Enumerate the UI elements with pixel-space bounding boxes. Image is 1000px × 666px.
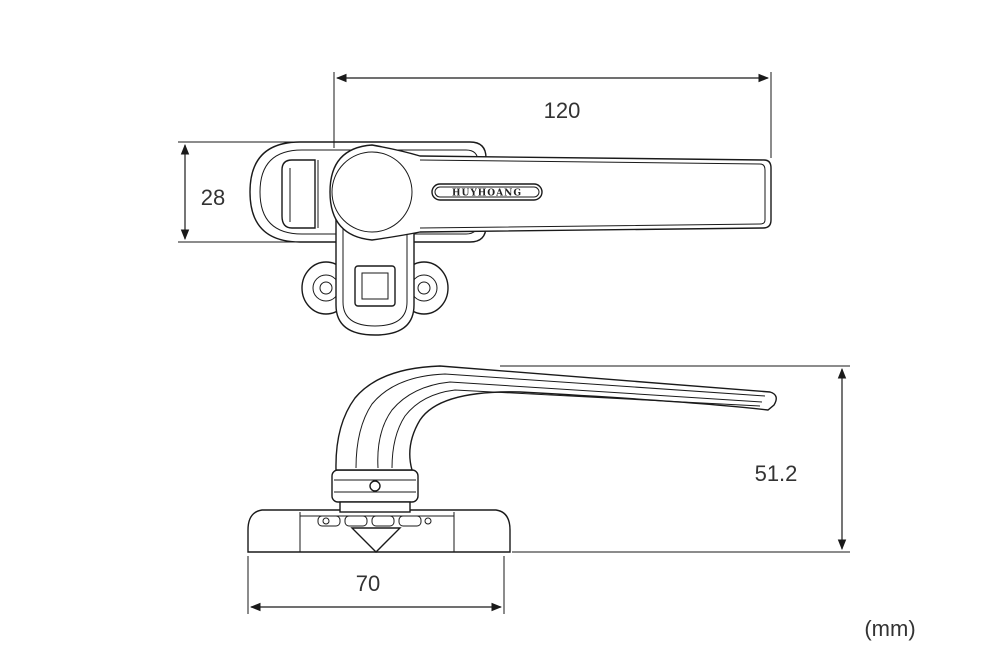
brand-plate	[431, 183, 543, 201]
unit-label: (mm)	[864, 616, 915, 641]
top-view: HUYHOANG 120 28	[178, 72, 772, 336]
side-view: 51.2 70	[247, 365, 850, 614]
height-label: 51.2	[755, 461, 798, 486]
lever-top	[329, 144, 772, 241]
base-label: 70	[356, 571, 380, 596]
lever-side	[335, 365, 777, 471]
length-label: 120	[544, 98, 581, 123]
base-slots	[317, 515, 432, 527]
spindle-tip	[350, 527, 402, 553]
latch-cam	[281, 159, 316, 229]
width-label: 28	[201, 185, 225, 210]
brand-label: HUYHOANG	[452, 189, 522, 199]
square-spindle	[354, 265, 396, 307]
